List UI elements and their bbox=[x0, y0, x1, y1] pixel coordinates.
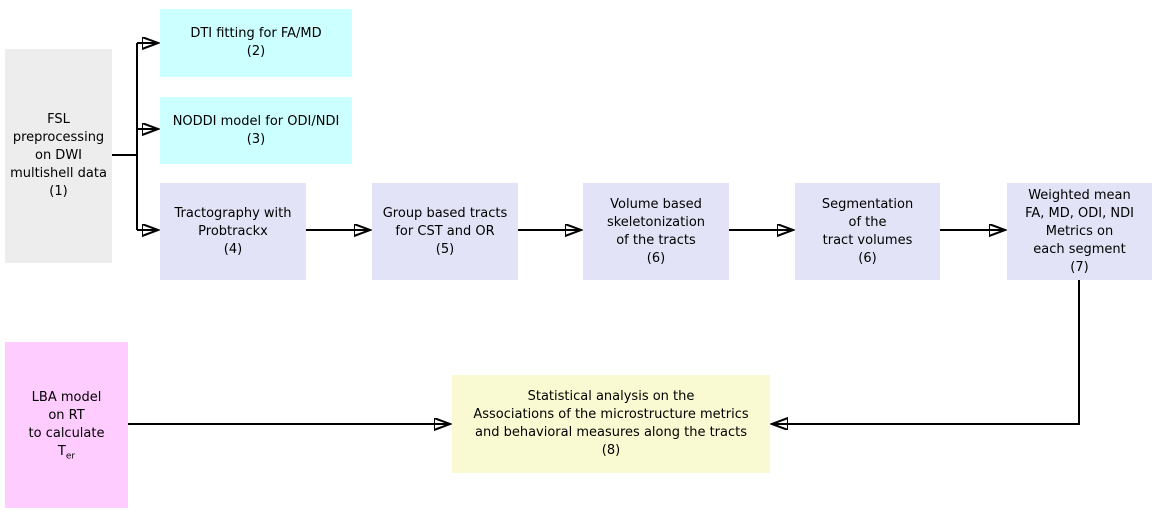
node-tractography-label: Tractography with Probtrackx (4) bbox=[174, 205, 292, 257]
node-weighted-mean-metrics: Weighted mean FA, MD, ODI, NDI Metrics o… bbox=[1007, 183, 1152, 280]
node-lba-model-label: LBA model on RT to calculate bbox=[28, 389, 105, 441]
node-segmentation-label: Segmentation of the tract volumes (6) bbox=[821, 196, 914, 266]
ter-symbol-base: T bbox=[57, 443, 66, 459]
node-dti-fitting-label: DTI fitting for FA/MD (2) bbox=[190, 26, 322, 59]
node-volume-skeletonization: Volume based skeletonization of the trac… bbox=[583, 183, 729, 280]
node-volume-skeletonization-label: Volume based skeletonization of the trac… bbox=[606, 196, 706, 266]
arrow-weighted-mean-to-stats bbox=[772, 280, 1080, 424]
node-group-based-tracts-label: Group based tracts for CST and OR (5) bbox=[382, 205, 508, 257]
node-noddi-model-label: NODDI model for ODI/NDI (3) bbox=[172, 113, 340, 147]
node-noddi-model: NODDI model for ODI/NDI (3) bbox=[160, 97, 352, 164]
ter-symbol-subscript: er bbox=[65, 451, 76, 462]
node-group-based-tracts: Group based tracts for CST and OR (5) bbox=[372, 183, 518, 280]
node-lba-model: LBA model on RT to calculate Ter bbox=[5, 342, 128, 508]
node-segmentation: Segmentation of the tract volumes (6) bbox=[795, 183, 940, 280]
node-dti-fitting: DTI fitting for FA/MD (2) bbox=[160, 9, 352, 77]
node-lba-ter-symbol: Ter bbox=[58, 443, 75, 462]
node-statistical-analysis-label: Statistical analysis on the Associations… bbox=[473, 389, 749, 458]
node-weighted-mean-metrics-label: Weighted mean FA, MD, ODI, NDI Metrics o… bbox=[1025, 187, 1134, 275]
node-fsl-preprocessing: FSL preprocessing on DWI multishell data… bbox=[5, 49, 112, 263]
node-tractography: Tractography with Probtrackx (4) bbox=[160, 183, 306, 280]
node-fsl-preprocessing-label: FSL preprocessing on DWI multishell data… bbox=[10, 112, 107, 199]
node-statistical-analysis: Statistical analysis on the Associations… bbox=[452, 375, 770, 473]
